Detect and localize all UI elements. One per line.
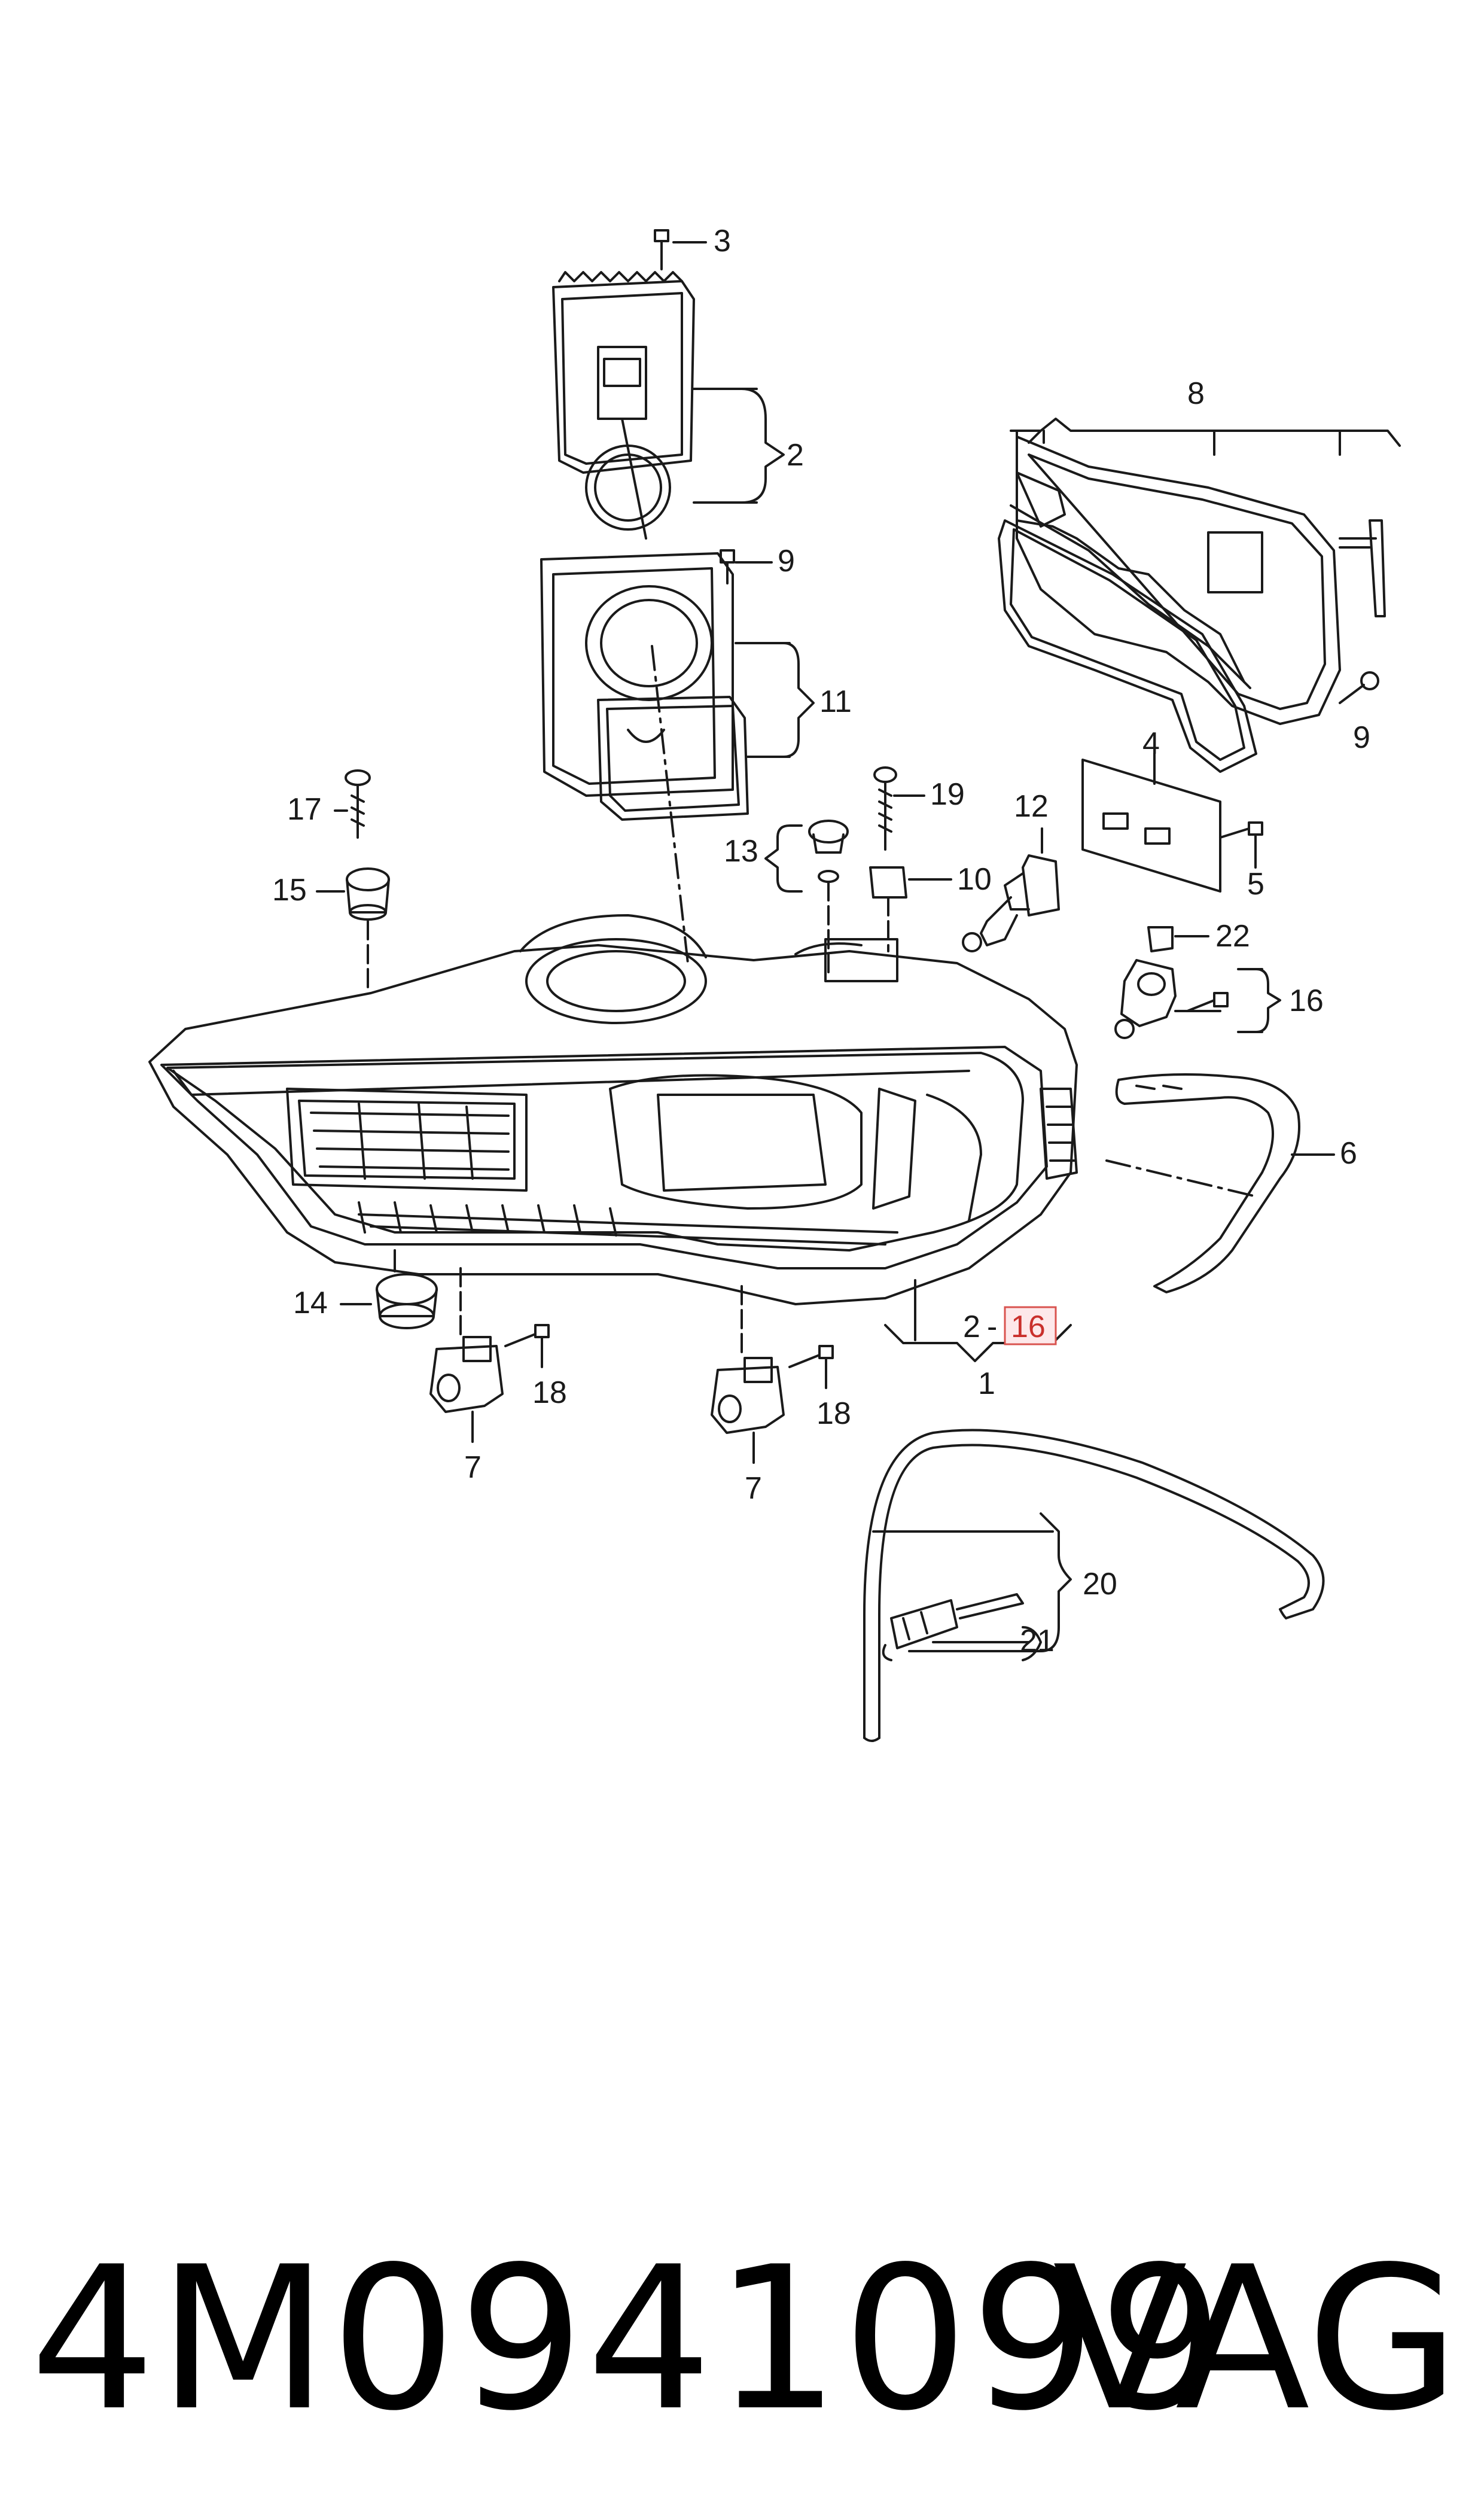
screw-9-lower <box>1339 671 1379 704</box>
callout-22: 22 <box>1215 919 1250 954</box>
callout-9-upper: 9 <box>778 544 795 578</box>
screw-5 <box>1219 821 1263 869</box>
callout-14: 14 <box>293 1286 328 1320</box>
trim-strip-6 <box>1105 1073 1335 1293</box>
bulb-12 <box>962 827 1060 952</box>
cap-13 <box>764 820 849 976</box>
callout-2: 2 <box>787 438 804 473</box>
brand-name: VAG <box>1052 2224 1459 2454</box>
label-plate-4 <box>1081 753 1221 893</box>
grommet-15 <box>316 867 390 988</box>
hose-20 <box>863 1429 1325 1742</box>
callout-labels: 3 2 9 11 8 9 4 5 12 22 16 6 19 10 13 17 … <box>272 224 1370 1658</box>
callout-range-end-highlight <box>1004 1306 1057 1345</box>
screw-17 <box>334 769 371 839</box>
callout-3: 3 <box>714 224 731 258</box>
adapter-housing-11 <box>540 552 815 964</box>
screw-19 <box>873 766 925 851</box>
callout-range-end: 16 <box>1011 1310 1046 1344</box>
callout-13: 13 <box>724 834 758 869</box>
cable-clip-21 <box>882 1593 1042 1661</box>
callout-4: 4 <box>1142 726 1160 761</box>
screw-18-left <box>504 1324 550 1368</box>
callout-5: 5 <box>1247 867 1264 902</box>
callout-15: 15 <box>272 873 307 908</box>
rear-cover-8 <box>998 418 1401 773</box>
part-number: 4M0941099 <box>30 2224 1227 2454</box>
callout-range-start: 2 <box>963 1310 980 1344</box>
callout-1: 1 <box>978 1366 995 1401</box>
callout-20: 20 <box>1083 1567 1117 1601</box>
mount-bracket-7-left <box>429 1267 504 1443</box>
adjuster-16 <box>1114 959 1281 1039</box>
callout-6: 6 <box>1340 1136 1357 1171</box>
callout-17: 17 <box>287 792 322 827</box>
callout-7-right: 7 <box>745 1471 762 1506</box>
headlight-housing-1 <box>148 914 1078 1305</box>
callout-10: 10 <box>957 862 992 897</box>
callout-8: 8 <box>1187 376 1205 411</box>
callout-7-left: 7 <box>464 1450 482 1485</box>
callout-18-right: 18 <box>816 1396 851 1431</box>
callout-12: 12 <box>1014 789 1049 824</box>
screw-18-right <box>788 1345 834 1389</box>
footer: 4M0941099 VAG <box>24 2213 1459 2465</box>
bracket-10 <box>869 866 952 952</box>
pin-22 <box>1147 926 1209 952</box>
callout-21: 21 <box>1020 1624 1055 1658</box>
callout-18-left: 18 <box>532 1375 567 1410</box>
control-unit-2 <box>552 271 785 540</box>
callout-11: 11 <box>819 684 852 719</box>
plug-14 <box>340 1249 438 1329</box>
callout-range-dash: - <box>987 1310 997 1344</box>
callout-19: 19 <box>930 777 965 812</box>
callout-16: 16 <box>1289 984 1324 1018</box>
mount-bracket-7-right <box>711 1285 785 1464</box>
callout-9-lower: 9 <box>1353 720 1370 755</box>
screw-3 <box>654 229 707 270</box>
